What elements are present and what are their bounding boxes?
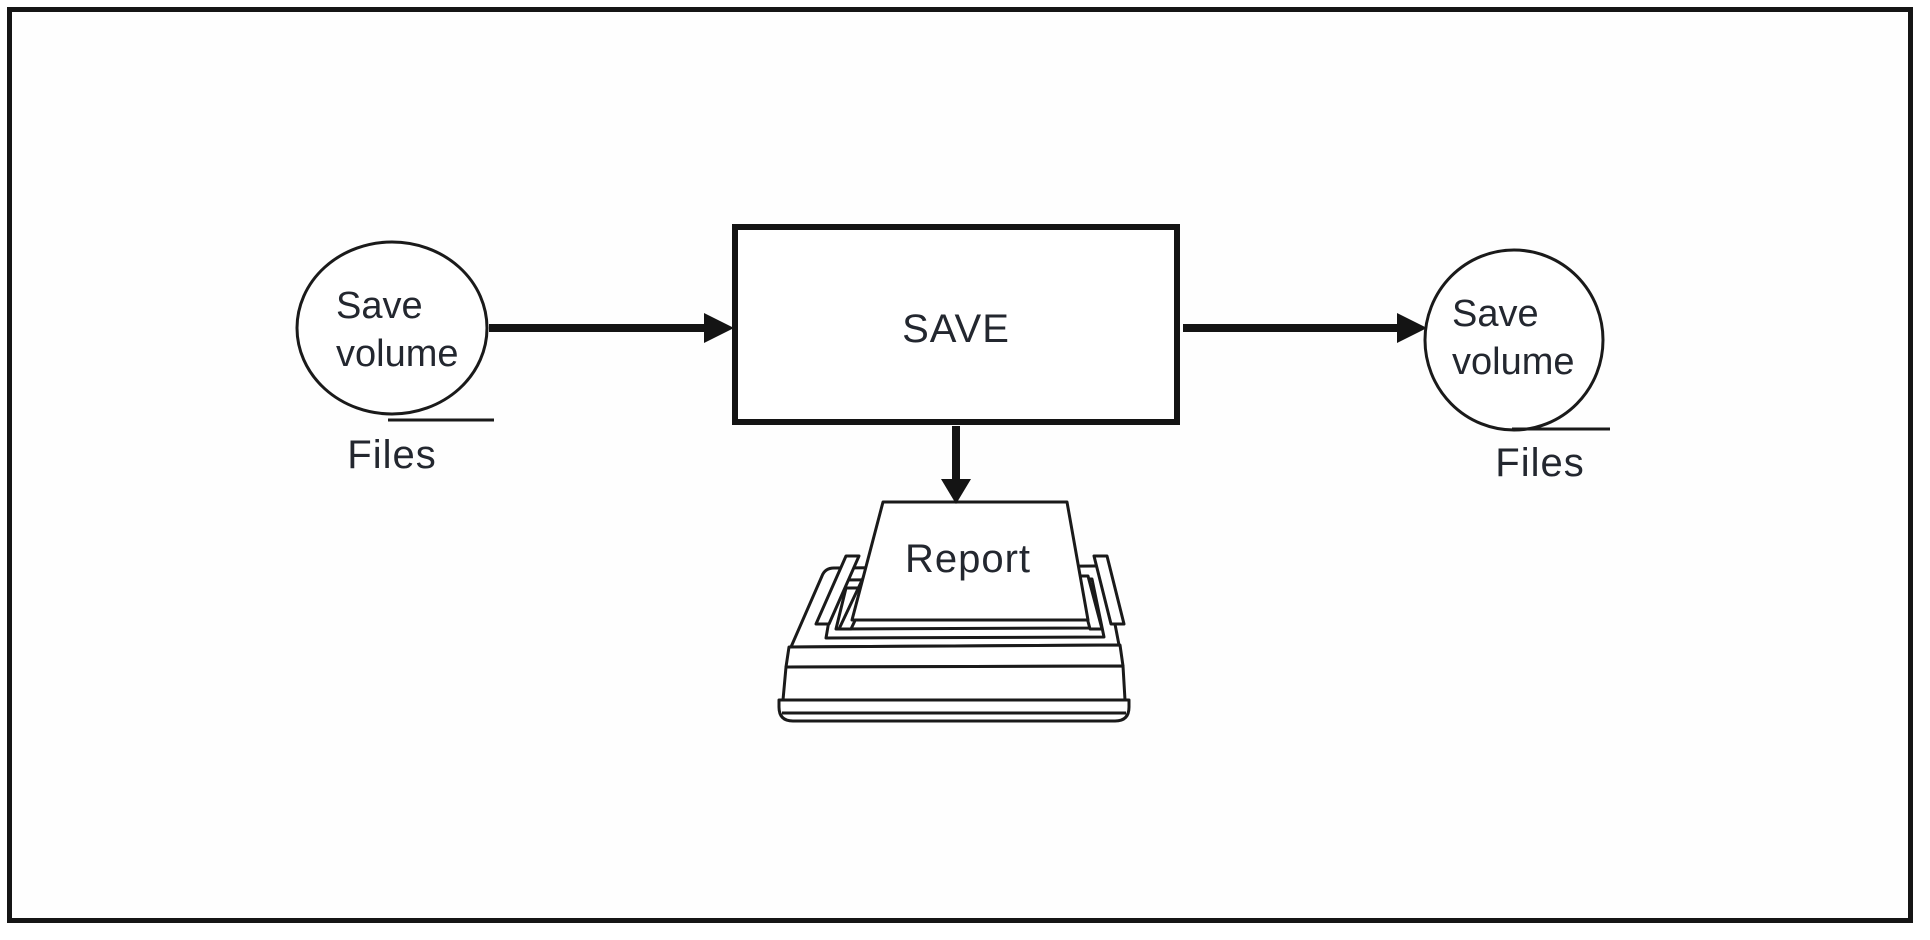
- left-save-volume-circle: [295, 240, 489, 416]
- left-store-name-line2: volume: [336, 333, 459, 375]
- right-save-volume-node: Save volume Files: [1423, 248, 1610, 485]
- arrow-left-to-save: [489, 313, 734, 343]
- printer-mid-band: [784, 643, 1125, 669]
- right-save-volume-circle: [1423, 248, 1605, 432]
- save-process-label: SAVE: [902, 307, 1010, 351]
- arrow-save-to-report: [941, 426, 971, 504]
- printer-lower-band: [781, 664, 1127, 702]
- left-files-label: Files: [347, 433, 436, 477]
- arrow-right-head: [1397, 313, 1427, 343]
- right-files-label: Files: [1495, 441, 1584, 485]
- printer-left-guide-outer: [814, 554, 861, 626]
- printer-icon: Report: [777, 500, 1131, 723]
- report-sheet: [850, 500, 1090, 622]
- printer-right-guide-outer: [1092, 554, 1126, 626]
- left-store-name-line1: Save: [336, 285, 423, 327]
- arrow-down-head: [941, 479, 971, 504]
- save-process-box: [732, 224, 1180, 425]
- right-store-name-line1: Save: [1452, 293, 1539, 335]
- printer-base: [777, 698, 1131, 723]
- report-label: Report: [905, 537, 1031, 581]
- arrow-save-to-right: [1183, 313, 1427, 343]
- left-save-volume-node: Save volume Files: [295, 240, 494, 477]
- right-store-name-line2: volume: [1452, 341, 1575, 383]
- arrow-left-head: [704, 313, 734, 343]
- save-process-node: SAVE: [732, 224, 1180, 425]
